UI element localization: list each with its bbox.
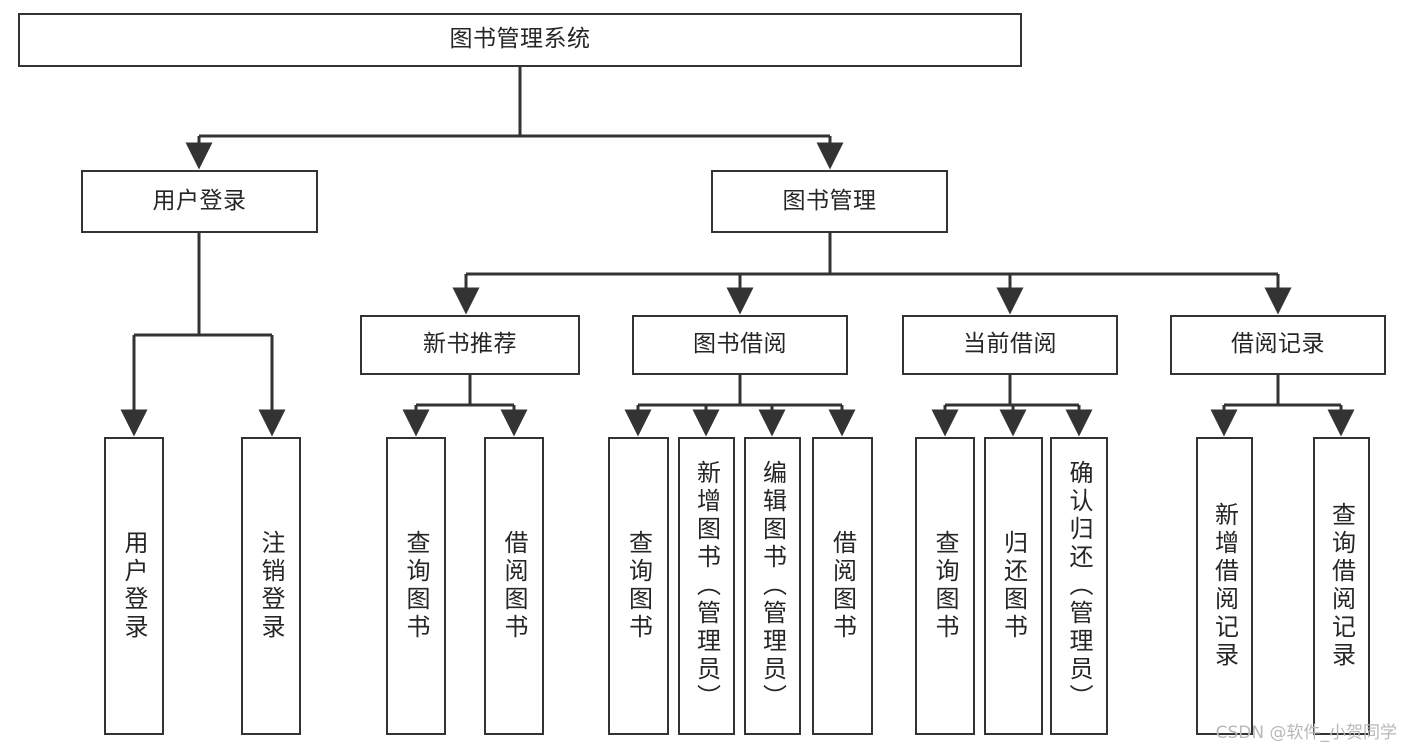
node-leaf-query-book-label: 查询图书 — [624, 530, 653, 642]
node-leaf-add-book-admin[interactable]: 新增图书（管理员） — [678, 437, 735, 735]
node-leaf-add-book-admin-label: 新增图书（管理员） — [692, 460, 721, 712]
node-leaf-query-book-new[interactable]: 查询图书 — [386, 437, 446, 735]
node-leaf-query-book[interactable]: 查询图书 — [608, 437, 669, 735]
node-leaf-return-book[interactable]: 归还图书 — [984, 437, 1043, 735]
node-leaf-confirm-return-admin[interactable]: 确认归还（管理员） — [1050, 437, 1108, 735]
node-root-label: 图书管理系统 — [449, 26, 591, 53]
node-user-login[interactable]: 用户登录 — [81, 170, 318, 233]
node-root[interactable]: 图书管理系统 — [18, 13, 1022, 67]
node-leaf-logout-label: 注销登录 — [257, 530, 285, 642]
node-leaf-borrow-book-new[interactable]: 借阅图书 — [484, 437, 544, 735]
node-leaf-user-login[interactable]: 用户登录 — [104, 437, 164, 735]
node-new-book-recommend[interactable]: 新书推荐 — [360, 315, 580, 375]
node-leaf-add-borrow-record[interactable]: 新增借阅记录 — [1196, 437, 1253, 735]
node-leaf-confirm-return-admin-label: 确认归还（管理员） — [1065, 460, 1093, 712]
node-leaf-edit-book-admin[interactable]: 编辑图书（管理员） — [744, 437, 801, 735]
node-new-book-recommend-label: 新书推荐 — [423, 331, 517, 358]
node-current-borrow-label: 当前借阅 — [963, 331, 1057, 358]
node-book-borrow-label: 图书借阅 — [693, 331, 787, 358]
node-leaf-borrow-book-new-label: 借阅图书 — [500, 530, 528, 642]
node-leaf-query-book-current[interactable]: 查询图书 — [915, 437, 975, 735]
node-leaf-return-book-label: 归还图书 — [999, 530, 1028, 642]
node-leaf-query-borrow-record-label: 查询借阅记录 — [1327, 502, 1356, 670]
node-leaf-borrow-book-label: 借阅图书 — [828, 530, 857, 642]
node-book-borrow[interactable]: 图书借阅 — [632, 315, 848, 375]
node-leaf-query-borrow-record[interactable]: 查询借阅记录 — [1313, 437, 1370, 735]
node-leaf-logout[interactable]: 注销登录 — [241, 437, 301, 735]
node-leaf-add-borrow-record-label: 新增借阅记录 — [1210, 502, 1239, 670]
node-leaf-edit-book-admin-label: 编辑图书（管理员） — [758, 460, 787, 712]
node-leaf-query-book-new-label: 查询图书 — [402, 530, 430, 642]
node-current-borrow[interactable]: 当前借阅 — [902, 315, 1118, 375]
node-leaf-borrow-book[interactable]: 借阅图书 — [812, 437, 873, 735]
node-book-management-label: 图书管理 — [782, 187, 877, 214]
node-borrow-records-label: 借阅记录 — [1231, 331, 1325, 358]
watermark-text: CSDN @软件_小贺同学 — [1215, 723, 1397, 743]
node-leaf-query-book-current-label: 查询图书 — [931, 530, 959, 642]
node-borrow-records[interactable]: 借阅记录 — [1170, 315, 1386, 375]
node-book-management[interactable]: 图书管理 — [711, 170, 948, 233]
node-leaf-user-login-label: 用户登录 — [120, 530, 148, 642]
node-user-login-label: 用户登录 — [152, 187, 247, 214]
